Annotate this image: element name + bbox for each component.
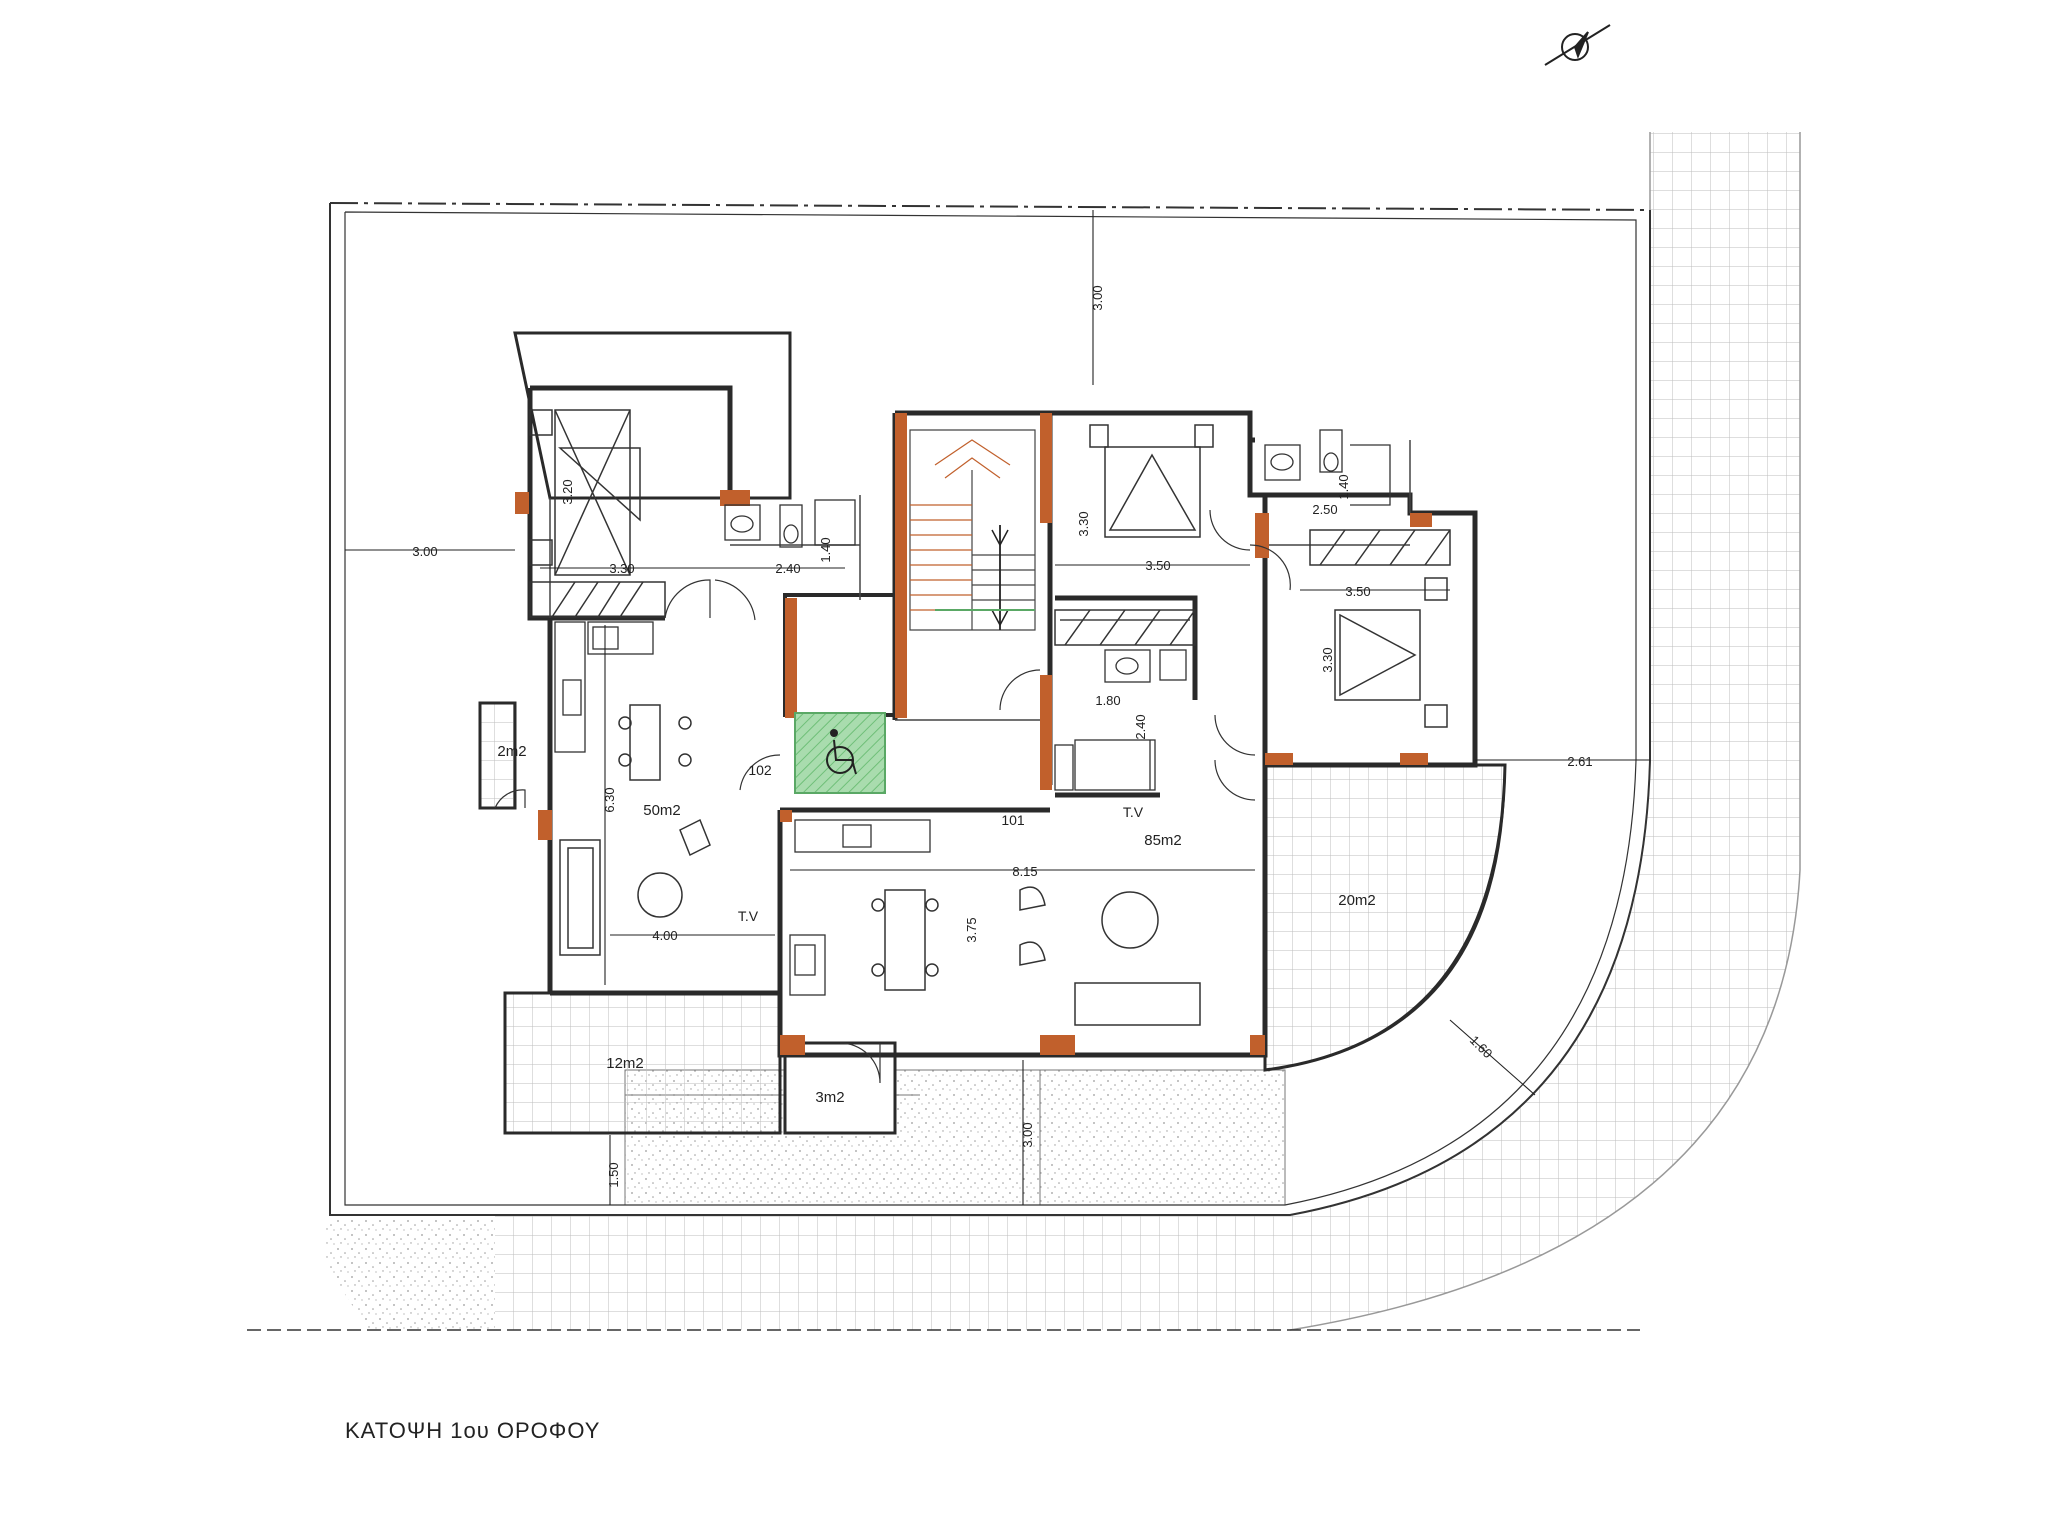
north-arrow-icon: [1544, 24, 1611, 66]
staircase: [909, 429, 1036, 631]
dim-bath1-h: 1.40: [818, 537, 833, 562]
dim-left-setback: 3.00: [412, 544, 437, 559]
dim-bed1-w: 3.30: [609, 561, 634, 576]
wardrobes: [529, 529, 1451, 646]
dim-right-setback: 2.61: [1567, 754, 1592, 769]
dim-bath1-w: 2.40: [775, 561, 800, 576]
area-balcony-right: 20m2: [1338, 892, 1376, 909]
dim-bed2-h: 3.30: [1076, 511, 1091, 536]
doors: [494, 509, 1291, 1084]
apartment-number-101: 101: [1001, 812, 1025, 828]
dim-bed1-h: 3.20: [560, 479, 575, 504]
beds: [529, 409, 1448, 728]
dim-bottom-setback-mid: 3.00: [1020, 1122, 1035, 1147]
plan-title: ΚΑΤΟΨΗ 1ου ΟΡΟΦΟΥ: [345, 1418, 601, 1443]
dim-bottom-setback-left: 1.50: [606, 1162, 621, 1187]
area-balcony-left-small: 2m2: [497, 743, 526, 760]
dim-top-setback: 3.00: [1090, 285, 1105, 310]
dim-bath3-w: 1.80: [1095, 693, 1120, 708]
dimension-lines: [345, 210, 1650, 1205]
area-apartment-102: 50m2: [643, 802, 681, 819]
furniture: [559, 704, 1201, 1026]
apartment-number-102: 102: [748, 762, 772, 778]
bathroom-fixtures: [724, 429, 1391, 791]
dim-living102-w: 4.00: [652, 928, 677, 943]
area-balcony-bottom-small: 3m2: [815, 1089, 844, 1106]
dim-kitchen101-h: 3.75: [964, 917, 979, 942]
balconies: [478, 701, 1507, 1135]
paving: [325, 132, 1801, 1331]
plot-boundary: [247, 202, 1651, 1331]
tv-label-right: T.V: [1123, 804, 1144, 820]
dim-living101-w: 8.15: [1012, 864, 1037, 879]
columns: [515, 413, 1432, 1055]
dim-bed3-w: 3.50: [1345, 584, 1370, 599]
dim-bath2-w: 2.50: [1312, 502, 1337, 517]
kitchens: [554, 621, 931, 996]
dim-bath2-h: 1.40: [1336, 474, 1351, 499]
area-balcony-left-bottom: 12m2: [606, 1055, 644, 1072]
area-apartment-101: 85m2: [1144, 832, 1182, 849]
interior-lines: [549, 440, 1411, 721]
tv-label-left: T.V: [738, 908, 759, 924]
dim-bed3-h: 3.30: [1320, 647, 1335, 672]
dim-bed2-w: 3.50: [1145, 558, 1170, 573]
dim-bath3-h: 2.40: [1133, 714, 1148, 739]
dim-living102-h: 6.30: [602, 787, 617, 812]
wheelchair-icon: [794, 712, 886, 794]
